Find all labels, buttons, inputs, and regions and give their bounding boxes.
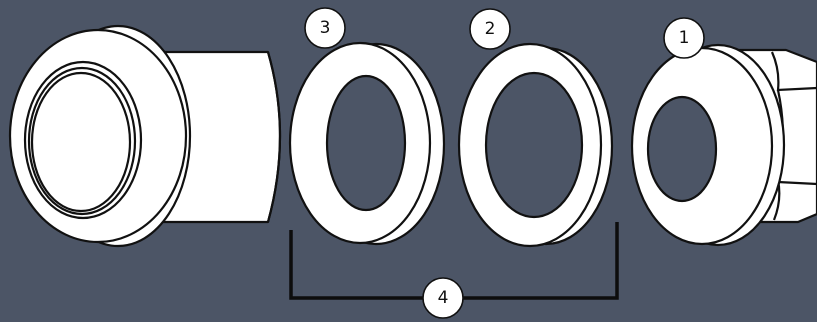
callout-4-label: 4	[438, 288, 449, 308]
callout-4: 4	[423, 278, 463, 318]
hex-nut	[632, 45, 817, 245]
hex-nut-hole	[648, 97, 716, 201]
callout-2: 2	[470, 9, 510, 49]
washer-3	[290, 43, 444, 244]
callout-1: 1	[664, 18, 704, 58]
callout-3-label: 3	[320, 18, 331, 38]
callout-2-label: 2	[485, 19, 496, 39]
flanged-fitting	[10, 26, 280, 246]
callout-1-label: 1	[679, 28, 690, 48]
washer-2-hole	[486, 73, 582, 217]
washer-2	[459, 44, 612, 246]
callout-3: 3	[305, 8, 345, 48]
washer-3-hole	[327, 76, 405, 210]
